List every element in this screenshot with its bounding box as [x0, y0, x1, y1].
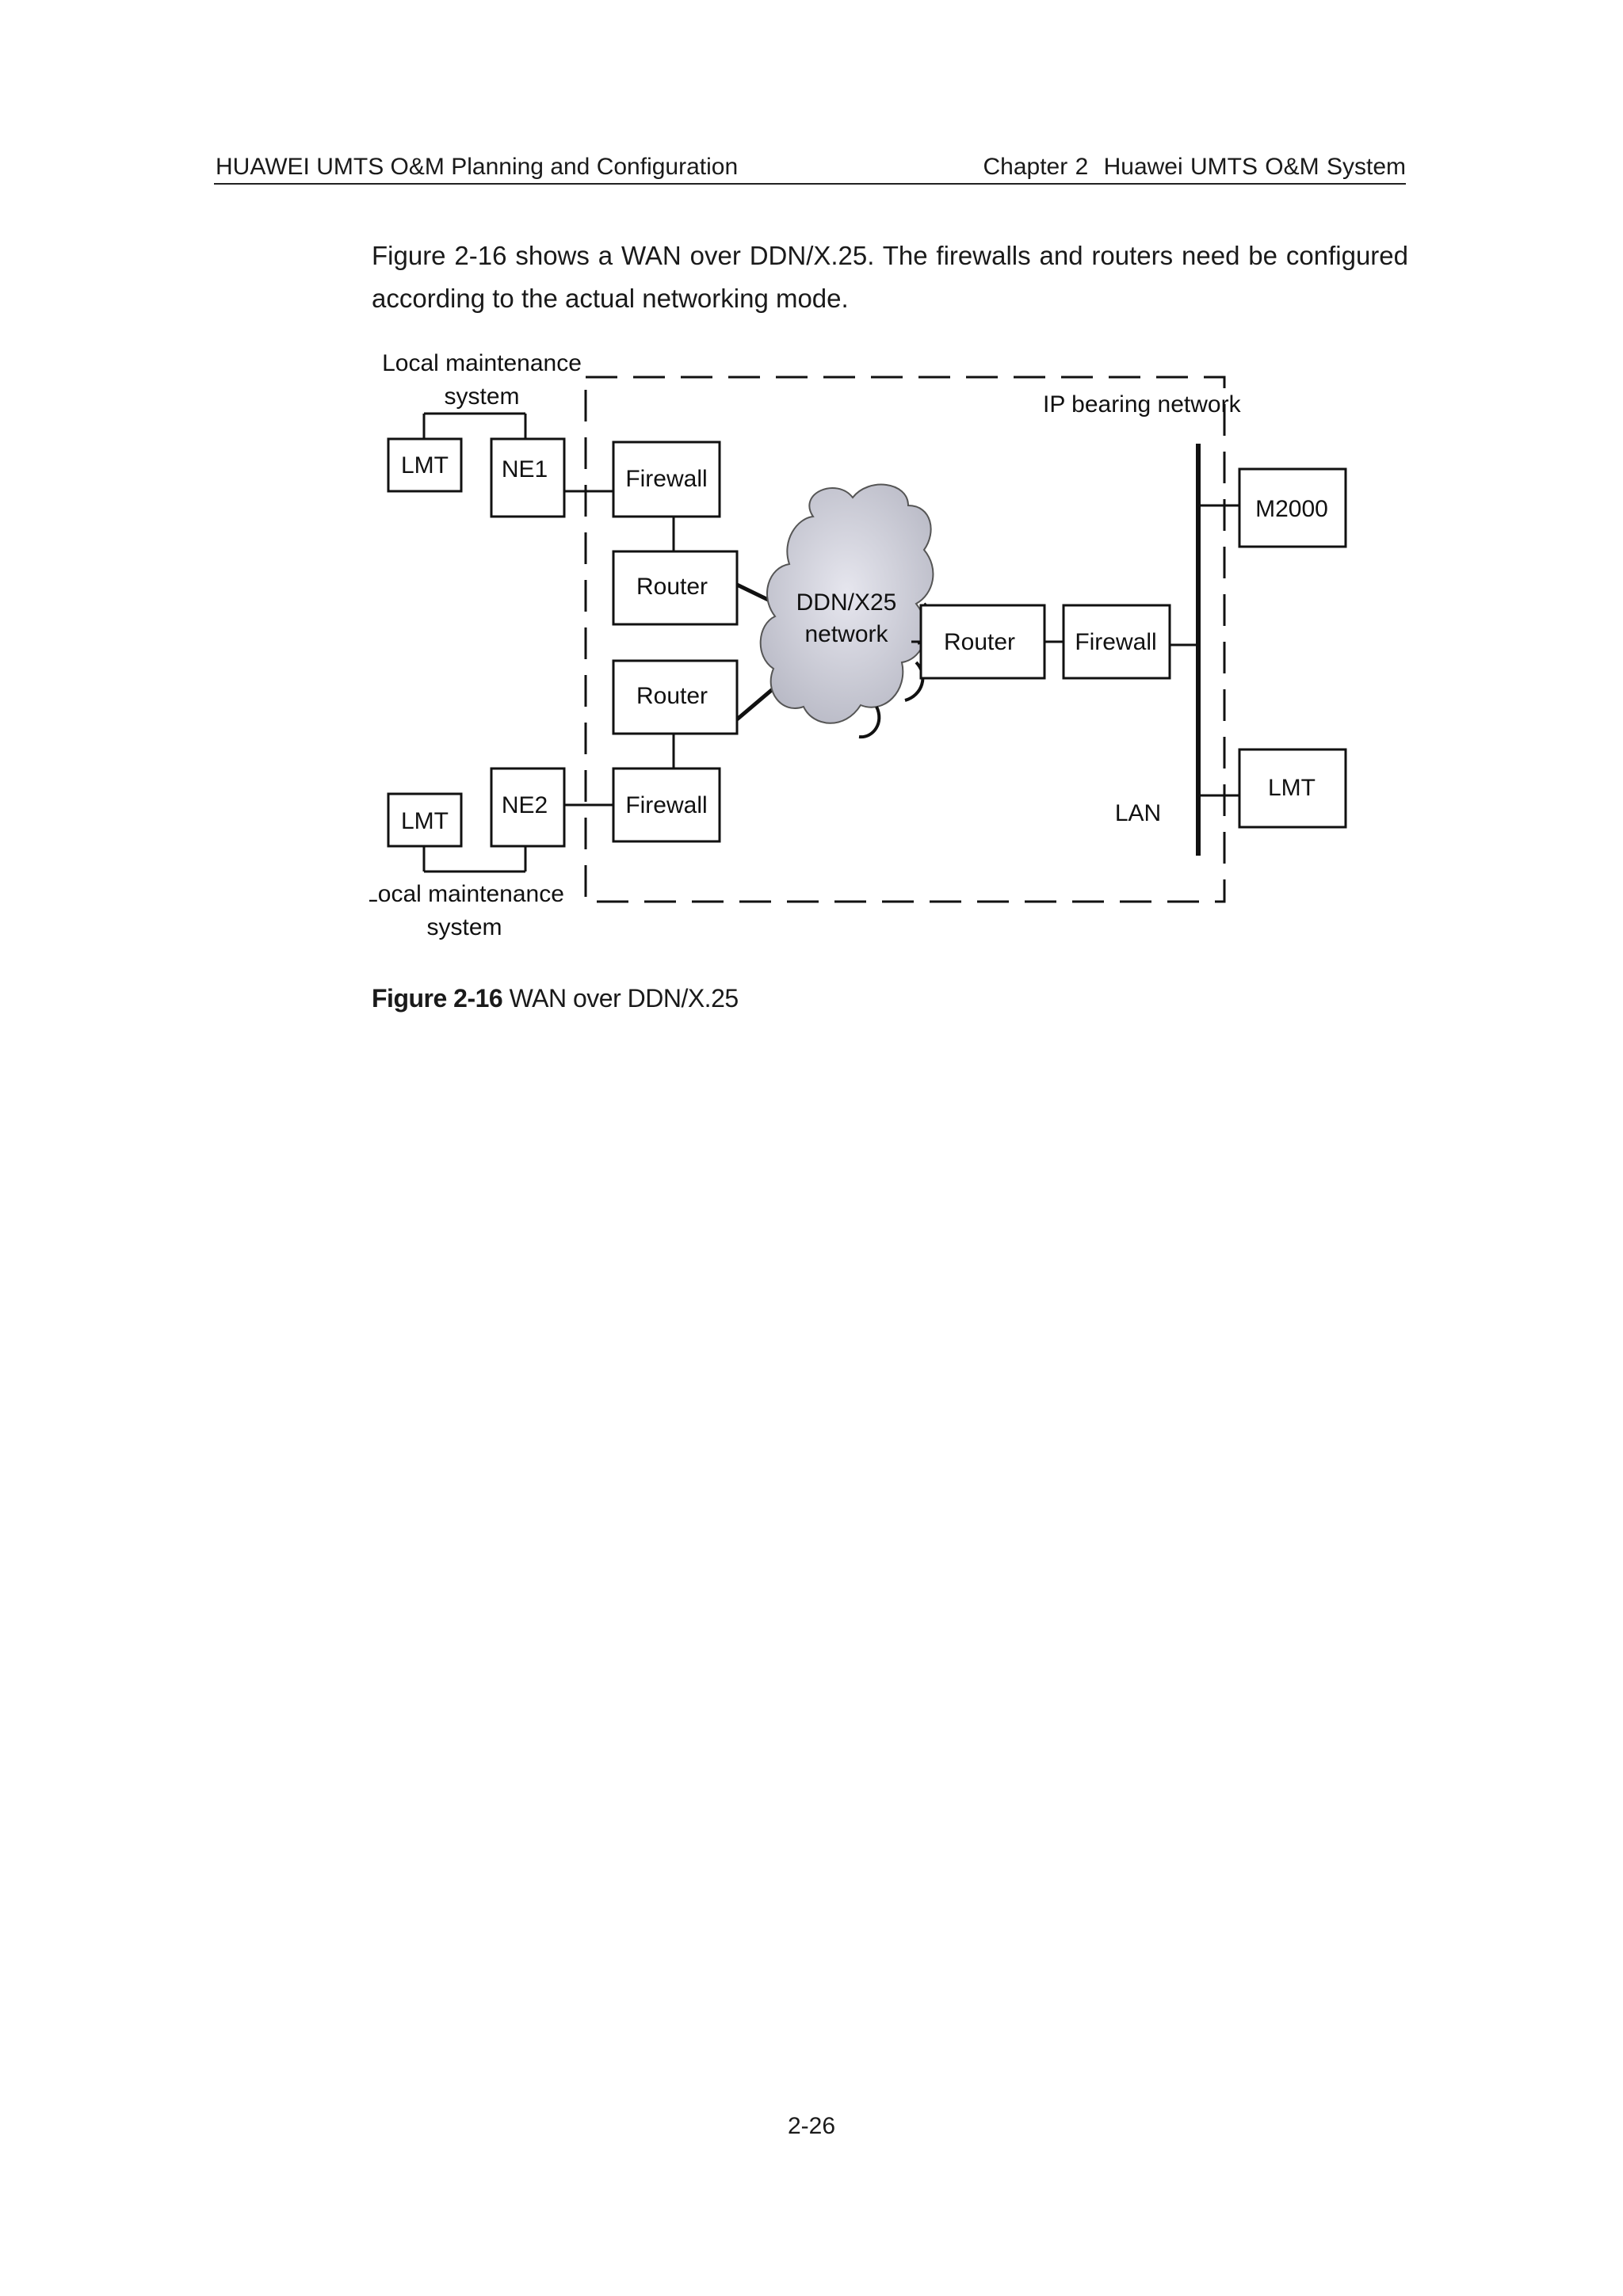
network-diagram: IP bearing network Local maintenance sys… [365, 342, 1361, 954]
lmt-bottom-box [387, 792, 463, 848]
router-bottom-label: Router [636, 683, 708, 709]
ne1-box [490, 437, 566, 518]
page-number: 2-26 [787, 2113, 836, 2139]
ip-bearing-network-label: IP bearing network [1043, 391, 1242, 418]
figure-caption-label: Figure 2-16 [372, 984, 503, 1013]
router-right-label: Router [944, 629, 1015, 655]
ne2-label: NE2 [502, 792, 548, 818]
figure-caption-text: WAN over DDN/X.25 [509, 984, 739, 1013]
bottom-local-maintenance-label-line1: Local maintenance [369, 881, 564, 907]
lmt-bottom-label: LMT [401, 808, 449, 834]
lmt-right-box [1238, 748, 1347, 829]
m2000-box [1238, 467, 1347, 548]
ip-bearing-network-boundary [584, 376, 1226, 903]
lan-label: LAN [1115, 800, 1161, 826]
m2000-label: M2000 [1255, 496, 1328, 522]
lmt-top-box [387, 437, 463, 493]
lmt-right-label: LMT [1268, 775, 1316, 801]
running-header-left: HUAWEI UMTS O&M Planning and Configurati… [216, 154, 739, 180]
header-chapter: Chapter 2 [983, 154, 1089, 180]
lmt-top-label: LMT [401, 452, 449, 479]
running-header-right: Chapter 2 Huawei UMTS O&M System [983, 154, 1407, 181]
router-top-box [612, 550, 739, 626]
cloud-label-line2: network [804, 621, 888, 647]
router-top-label: Router [636, 574, 708, 600]
header-chapter-title: Huawei UMTS O&M System [1103, 154, 1406, 180]
cloud-label-line1: DDN/X25 [796, 589, 897, 616]
bottom-local-maintenance-label-line2: system [426, 914, 502, 940]
ne2-box [490, 767, 566, 848]
body-paragraph: Figure 2-16 shows a WAN over DDN/X.25. T… [372, 241, 1408, 313]
top-local-maintenance-label-line1: Local maintenance [382, 350, 582, 376]
figure-caption: Figure 2-16 WAN over DDN/X.25 [372, 984, 739, 1013]
header-rule [214, 183, 1406, 185]
firewall-right-label: Firewall [1075, 629, 1156, 655]
firewall-top-label: Firewall [625, 466, 707, 492]
firewall-right-box [1062, 604, 1171, 680]
router-bottom-box [612, 659, 739, 735]
firewall-top-box [612, 441, 721, 518]
top-local-maintenance-label-line2: system [444, 383, 519, 410]
ne1-label: NE1 [502, 456, 548, 482]
firewall-bottom-label: Firewall [625, 792, 707, 818]
